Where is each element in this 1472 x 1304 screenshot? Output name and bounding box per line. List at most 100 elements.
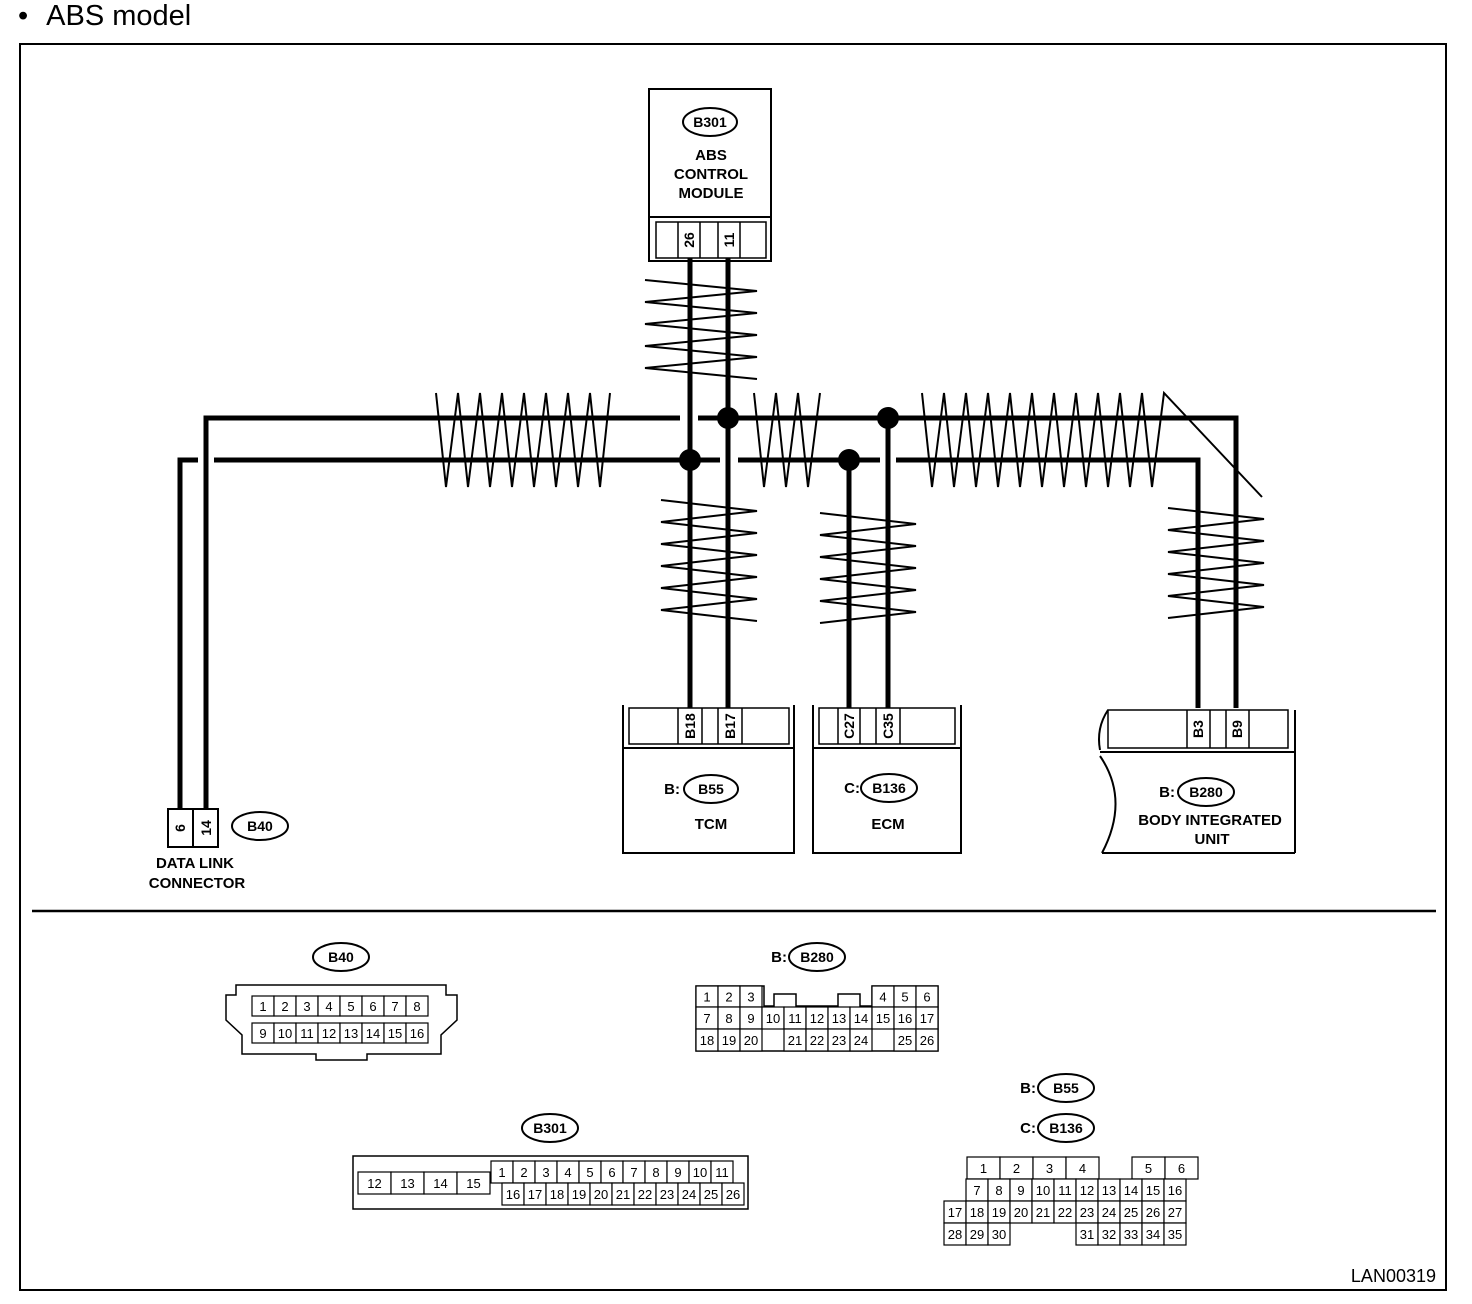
page-heading: •ABS model [18, 0, 191, 33]
wires [177, 258, 1239, 812]
splice-3 [838, 449, 860, 471]
tcm-connector: B18 B17 B: B55 TCM [622, 705, 795, 854]
b55-pin-2: 2 [1013, 1161, 1020, 1176]
b301-pin-8: 8 [652, 1165, 659, 1180]
twisted-pairs [435, 279, 1265, 624]
b280-pin-21: 21 [788, 1033, 802, 1048]
b40-pin-6: 6 [369, 999, 376, 1014]
b280-pin-10: 10 [766, 1011, 780, 1026]
b301-pin-7: 7 [630, 1165, 637, 1180]
b55-pin-15: 15 [1146, 1183, 1160, 1198]
b280-pin-2: 2 [725, 990, 732, 1005]
twist-abs-vertical [644, 279, 758, 380]
b301-pin-12: 12 [367, 1176, 381, 1191]
b301-pin-16: 16 [506, 1187, 520, 1202]
twist-mid-horizontal [753, 392, 821, 488]
b301-pin-18: 18 [550, 1187, 564, 1202]
twist-left-horizontal [435, 392, 611, 488]
b40-pin-15: 15 [388, 1026, 402, 1041]
b301-pin-19: 19 [572, 1187, 586, 1202]
b55-pin-28: 28 [948, 1227, 962, 1242]
b280-pin-23: 23 [832, 1033, 846, 1048]
b301-pin-23: 23 [660, 1187, 674, 1202]
b55-pin-25: 25 [1124, 1205, 1138, 1220]
ecm-id: B136 [872, 780, 906, 796]
dlc-pin-6: 6 [172, 824, 188, 832]
b55-pin-17: 17 [948, 1205, 962, 1220]
b40-pin-4: 4 [325, 999, 332, 1014]
b55-pin-23: 23 [1080, 1205, 1094, 1220]
abs-name-line2: CONTROL [674, 166, 748, 183]
biu-prefix: B: [1159, 784, 1175, 801]
b55-pin-21: 21 [1036, 1205, 1050, 1220]
b280-pin-24-box [849, 1028, 873, 1052]
b301-pin-13: 13 [400, 1176, 414, 1191]
dlc-name-line2: CONNECTOR [149, 875, 246, 892]
b280-pin-19: 19 [722, 1033, 736, 1048]
b55-pin-6: 6 [1178, 1161, 1185, 1176]
b55-pin-22: 22 [1058, 1205, 1072, 1220]
b40-pin-1: 1 [259, 999, 266, 1014]
tcm-id: B55 [698, 781, 724, 797]
b55-pin-18: 18 [970, 1205, 984, 1220]
wire-dlc6-left [177, 457, 198, 812]
b280-pin-25: 25 [898, 1033, 912, 1048]
twist-biu-vertical [1167, 507, 1265, 619]
tcm-pin-b18: B18 [682, 713, 698, 739]
b55-pin-11: 11 [1058, 1183, 1072, 1198]
b55-pin-12: 12 [1080, 1183, 1094, 1198]
b55-pin-8: 8 [995, 1183, 1002, 1198]
b280-pin-13: 13 [832, 1011, 846, 1026]
b280-pin-11: 11 [788, 1011, 802, 1026]
dlc-pin-14: 14 [198, 820, 214, 836]
b280-pin-16: 16 [898, 1011, 912, 1026]
b55-pin-32: 32 [1102, 1227, 1116, 1242]
b40-pin-10: 10 [278, 1026, 292, 1041]
b55-pin-14: 14 [1124, 1183, 1138, 1198]
b280-pin-8: 8 [725, 1011, 732, 1026]
b55-pin-31: 31 [1080, 1227, 1094, 1242]
b55-pin-1: 1 [980, 1161, 987, 1176]
b280-pin-20-box [739, 1028, 763, 1052]
b301-pin-21: 21 [616, 1187, 630, 1202]
diagram-code: LAN00319 [1351, 1266, 1436, 1286]
splice-1 [679, 449, 701, 471]
b301-pin-10: 10 [693, 1165, 707, 1180]
dlc-id: B40 [247, 818, 273, 834]
b301-pin-17: 17 [528, 1187, 542, 1202]
b55-pin-7: 7 [973, 1183, 980, 1198]
face-b301-id: B301 [533, 1120, 567, 1136]
b280-pin-3: 3 [747, 990, 754, 1005]
splice-4 [877, 407, 899, 429]
b55-pin-29: 29 [970, 1227, 984, 1242]
b301-pin-2: 2 [520, 1165, 527, 1180]
abs-name-line1: ABS [695, 147, 727, 164]
b40-pin-5: 5 [347, 999, 354, 1014]
b40-pin-8: 8 [413, 999, 420, 1014]
b55-pin-13: 13 [1102, 1183, 1116, 1198]
b55-pin-35-box [1163, 1222, 1187, 1246]
b55-pin-35: 35 [1168, 1227, 1182, 1242]
b280-pin-17: 17 [920, 1011, 934, 1026]
biu-pin-b9: B9 [1229, 720, 1245, 738]
b55-pin-24: 24 [1102, 1205, 1116, 1220]
b55-pin-27: 27 [1168, 1205, 1182, 1220]
b280-pin-24: 24 [854, 1033, 868, 1048]
twist-right-horizontal [921, 390, 1263, 498]
wire-biu-b9 [896, 415, 1239, 708]
tcm-prefix: B: [664, 781, 680, 798]
b280-pin-15: 15 [876, 1011, 890, 1026]
tcm-pin-b17: B17 [722, 713, 738, 739]
b55-pin-30-box [987, 1222, 1011, 1246]
b301-pin-4: 4 [564, 1165, 571, 1180]
b40-pin-13: 13 [344, 1026, 358, 1041]
b55-pin-9: 9 [1017, 1183, 1024, 1198]
b301-pin-5: 5 [586, 1165, 593, 1180]
b55-pin-30: 30 [992, 1227, 1006, 1242]
abs-control-module: B301 ABS CONTROL MODULE 26 11 [648, 88, 772, 262]
b55-pin-3: 3 [1046, 1161, 1053, 1176]
twist-tcm-vertical [660, 499, 758, 622]
b55-pin-10: 10 [1036, 1183, 1050, 1198]
